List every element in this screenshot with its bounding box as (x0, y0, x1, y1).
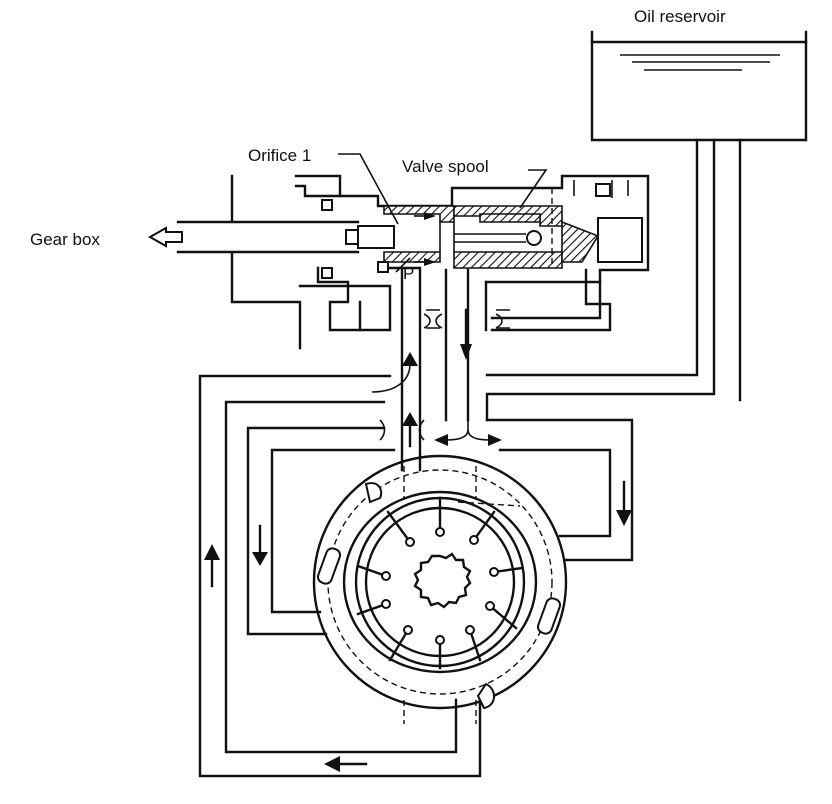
reservoir-return-line (485, 138, 716, 422)
gearbox-label: Gear box (30, 230, 100, 249)
pressure-port-label: P (403, 264, 414, 283)
pump-passages (371, 268, 510, 472)
oil-reservoir: Oil reservoir (590, 7, 808, 142)
rotor-spline-hub (413, 552, 472, 609)
reservoir-label: Oil reservoir (634, 7, 726, 26)
valve-body (176, 174, 650, 350)
gearbox-arrow (147, 226, 183, 248)
orifice-label: Orifice 1 (248, 146, 311, 165)
vane-pump (312, 454, 568, 724)
valve-spool-label: Valve spool (402, 157, 489, 176)
circuit-lines (198, 374, 634, 778)
